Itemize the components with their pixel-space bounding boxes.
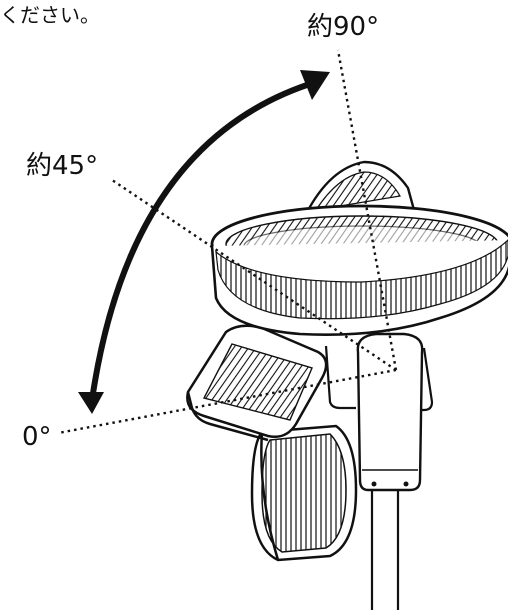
caption-text: ください。 bbox=[0, 3, 100, 27]
angle-reference-lines bbox=[57, 49, 398, 435]
tilt-range-arrow bbox=[78, 70, 330, 414]
line-0-degrees bbox=[57, 368, 397, 435]
arrowhead-bottom-icon bbox=[78, 392, 104, 414]
fan-head-0-degrees bbox=[250, 424, 358, 562]
fan-head-45-degrees bbox=[186, 324, 328, 442]
arrowhead-top-icon bbox=[300, 70, 330, 100]
angle-label-45: 約45° bbox=[26, 151, 99, 181]
angle-label-0: 0° bbox=[22, 422, 52, 452]
fan-head-90-degrees bbox=[210, 160, 508, 336]
angle-label-90: 約90° bbox=[307, 12, 380, 42]
fan-pole bbox=[324, 332, 434, 610]
line-90-degrees bbox=[336, 49, 398, 371]
line-45-degrees bbox=[111, 179, 397, 371]
